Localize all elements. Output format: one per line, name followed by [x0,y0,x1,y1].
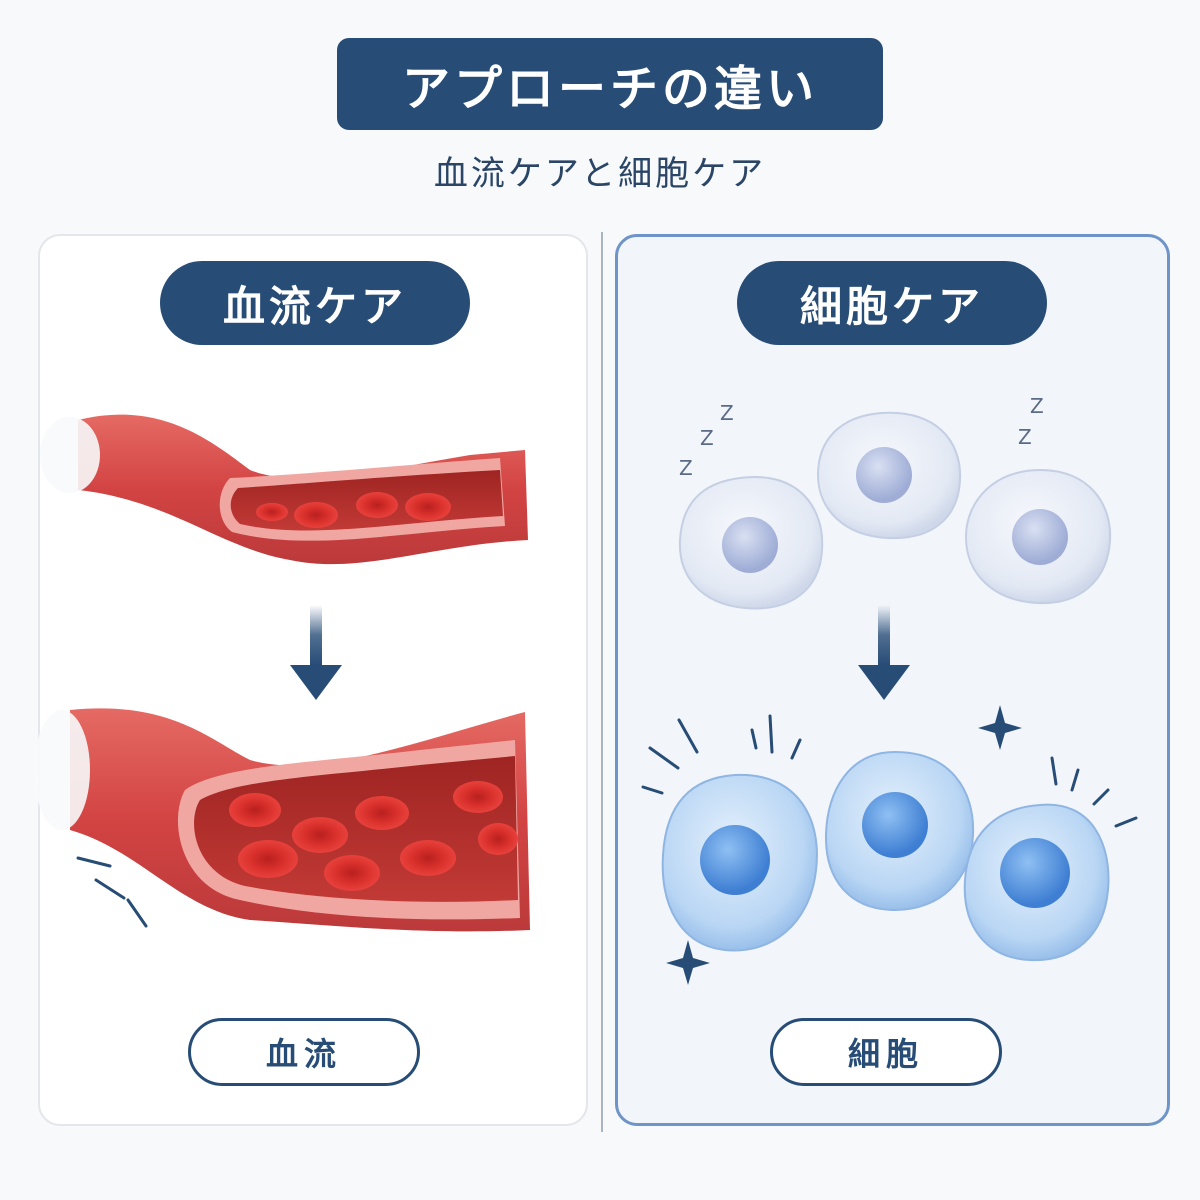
svg-text:Z: Z [1030,394,1044,418]
svg-text:Z: Z [720,401,734,425]
blood-flow-panel [38,234,588,1126]
divider [601,232,603,1132]
svg-text:Z: Z [679,456,693,480]
energy-lines-icon [641,714,1138,828]
motion-lines-icon [76,856,148,928]
zzz-icon: Z Z Z Z Z [679,394,1044,480]
wide-blood-vessel-icon [34,708,530,932]
title-banner: アプローチの違い [337,38,883,130]
arrow-down-icon [290,605,342,700]
arrow-down-icon [858,605,910,700]
subtitle: 血流ケアと細胞ケア [433,154,767,194]
svg-text:Z: Z [1018,425,1032,449]
active-cells-icon [661,750,1110,962]
blood-flow-label: 血流 [188,1018,420,1086]
sparkle-icon [666,705,1022,985]
svg-text:Z: Z [700,426,714,450]
sleeping-cells-icon [678,411,1112,610]
cell-label: 細胞 [770,1018,1002,1086]
narrow-blood-vessel-icon [40,414,528,565]
blood-flow-heading: 血流ケア [160,261,470,345]
cell-care-heading: 細胞ケア [737,261,1047,345]
